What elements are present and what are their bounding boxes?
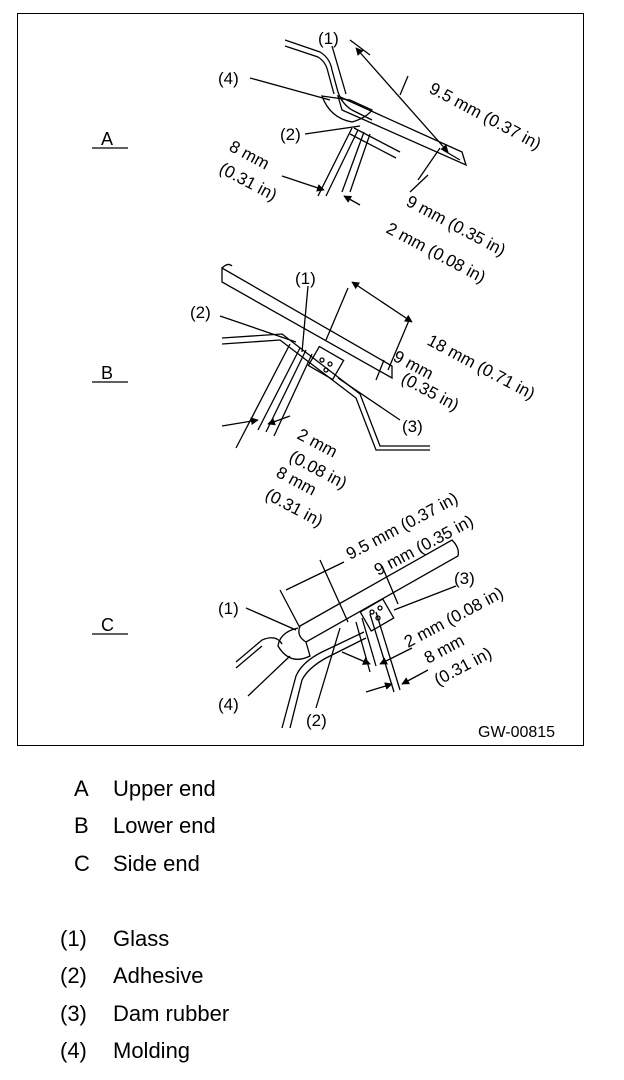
legend-key: (4) bbox=[60, 1038, 87, 1063]
view-b-callout-adhesive: (2) bbox=[190, 303, 211, 322]
legend-text: Adhesive bbox=[113, 963, 204, 988]
view-c-letter: C bbox=[101, 615, 114, 635]
view-c bbox=[92, 539, 460, 729]
figure-frame bbox=[17, 13, 584, 746]
legend-text: Glass bbox=[113, 926, 170, 951]
view-c-callout-molding: (4) bbox=[218, 695, 239, 714]
view-b-callout-glass: (1) bbox=[295, 269, 316, 288]
figure-code: GW-00815 bbox=[478, 724, 555, 741]
view-a-dim-9-5: 9.5 mm (0.37 in) bbox=[426, 79, 544, 154]
legend-key: A bbox=[74, 776, 89, 801]
legend-key: (2) bbox=[60, 963, 87, 988]
view-a-letter: A bbox=[101, 129, 113, 149]
view-b-letter: B bbox=[101, 363, 113, 383]
glass-installation-diagram: A (1) (4) (2) 9.5 mm (0.37 in) 9 mm (0.3… bbox=[92, 29, 555, 741]
view-b bbox=[92, 263, 430, 451]
view-c-callout-dam-rubber: (3) bbox=[454, 569, 475, 588]
legend-text: Dam rubber bbox=[113, 1001, 230, 1026]
legend-text: Molding bbox=[113, 1038, 191, 1063]
legend-text: Upper end bbox=[113, 776, 216, 801]
view-a-dim-8-line2: (0.31 in) bbox=[216, 159, 280, 205]
legend-text: Side end bbox=[113, 851, 200, 876]
legend-key: B bbox=[74, 813, 89, 838]
view-a bbox=[92, 39, 468, 206]
view-c-callout-glass: (1) bbox=[218, 599, 239, 618]
view-b-callout-dam-rubber: (3) bbox=[402, 417, 423, 436]
legend-key: C bbox=[74, 851, 90, 876]
legend-key: (3) bbox=[60, 1001, 87, 1026]
view-a-callout-molding: (4) bbox=[218, 69, 239, 88]
legend-key: (1) bbox=[60, 926, 87, 951]
view-b-dim-8-line2: (0.31 in) bbox=[262, 485, 326, 531]
view-c-callout-adhesive: (2) bbox=[306, 711, 327, 730]
view-a-callout-glass: (1) bbox=[318, 29, 339, 48]
legend-text: Lower end bbox=[113, 813, 216, 838]
view-a-callout-adhesive: (2) bbox=[280, 125, 301, 144]
